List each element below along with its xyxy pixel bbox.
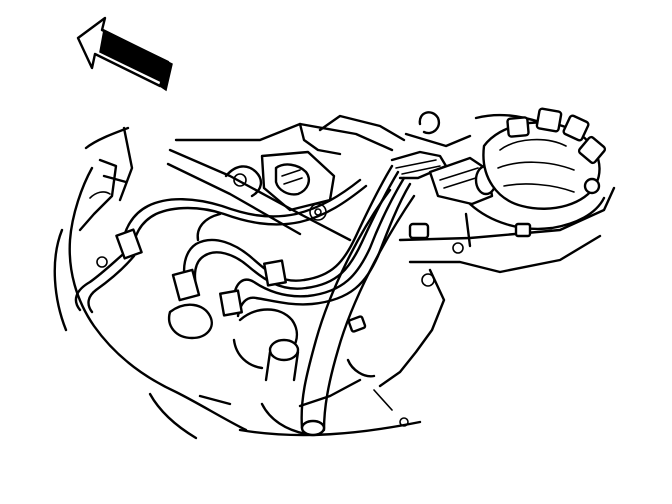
distributor-bracket [404,111,606,287]
upper-radiator-hose [300,188,416,437]
wire-retainer-clips [96,228,287,317]
spark-plug-boots [428,156,498,206]
oil-fill-neck [264,338,300,382]
ignition-wire-harness [74,150,448,318]
distributor-cap [482,107,607,210]
arrow-up-left-icon [76,16,173,92]
